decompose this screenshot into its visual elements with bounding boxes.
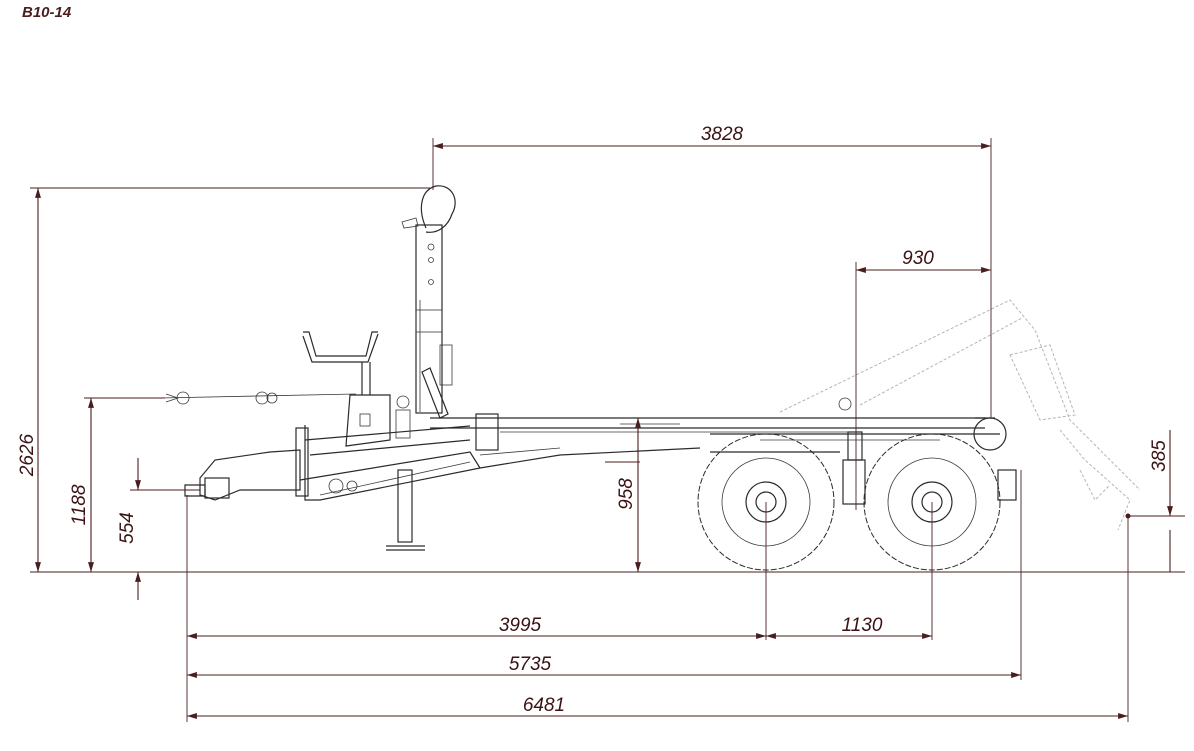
dim-axle-spacing: 1130: [842, 615, 883, 636]
tipped-body-outline: [779, 299, 1141, 531]
dim-rear-pivot-height: 385: [1149, 440, 1170, 472]
model-label: B10-14: [22, 4, 72, 21]
dim-overall-length: 6481: [523, 695, 565, 716]
dim-drawbar-to-frame-end: 5735: [509, 654, 552, 675]
dim-axle-to-rear: 930: [902, 248, 934, 269]
dim-coupling-height: 1188: [69, 484, 90, 525]
dim-hook-to-rear: 3828: [701, 124, 744, 145]
dim-drawbar-height: 554: [117, 512, 138, 544]
dim-frame-height: 958: [616, 478, 637, 510]
dim-total-height: 2626: [17, 433, 38, 477]
trailer-body: [159, 185, 1017, 551]
dim-drawbar-to-axle: 3995: [499, 615, 542, 636]
